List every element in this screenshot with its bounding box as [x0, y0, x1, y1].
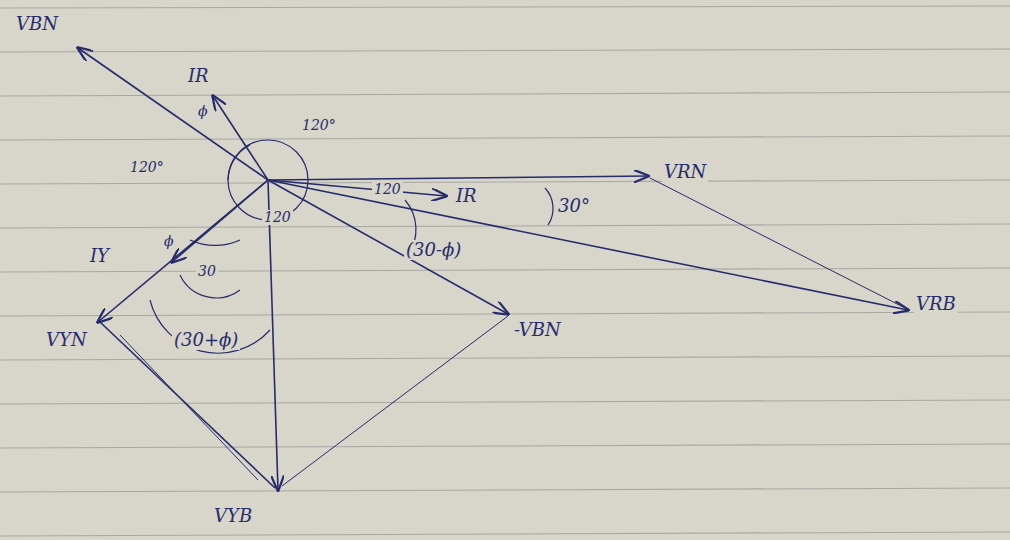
ruled-lines	[0, 6, 1010, 536]
phasor-label: ϕ	[162, 234, 176, 249]
phasor-label: VRB	[914, 294, 958, 314]
phasor-label: 30°	[556, 196, 592, 216]
phasor-label: VYB	[212, 506, 254, 526]
phasor-label: IR	[186, 66, 211, 86]
phasor-label: (30+ϕ)	[172, 330, 240, 350]
phasor-label: ϕ	[196, 104, 210, 119]
phasor-label: 120°	[300, 118, 338, 133]
phasor-label: (30-ϕ)	[404, 240, 463, 260]
phasor-label: 120	[262, 210, 293, 225]
phasor-label: IY	[88, 246, 111, 266]
phasor-label: IR	[454, 186, 479, 206]
phasor-label: 120	[372, 182, 403, 197]
phasor-label: -VBN	[512, 320, 563, 340]
phasor-lines	[78, 48, 908, 490]
phasor-label: VRN	[662, 162, 708, 182]
phasor-label: VBN	[14, 14, 60, 34]
phasor-label: 30	[196, 264, 218, 279]
phasor-label: VYN	[44, 330, 89, 350]
phasor-label: 120°	[128, 160, 166, 175]
